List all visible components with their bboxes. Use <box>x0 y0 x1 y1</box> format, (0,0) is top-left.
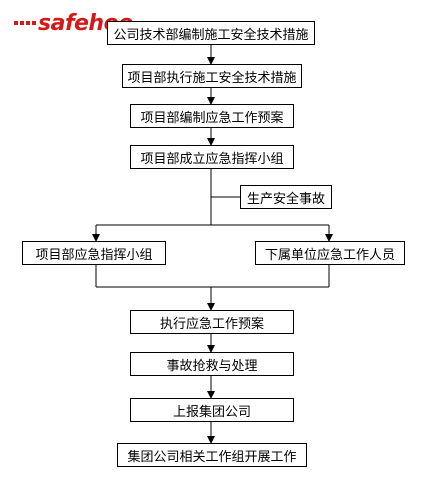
node-group-workgroup: 集团公司相关工作组开展工作 <box>117 443 307 467</box>
node-execute-emergency-plan: 执行应急工作预案 <box>130 310 294 334</box>
node-project-execute-measures: 项目部执行施工安全技术措施 <box>122 64 302 88</box>
node-company-tech-dept-plan: 公司技术部编制施工安全技术措施 <box>107 21 315 45</box>
node-project-emergency-plan: 项目部编制应急工作预案 <box>130 104 294 128</box>
node-left-command-group: 项目部应急指挥小组 <box>22 241 166 265</box>
node-accident-rescue: 事故抢救与处理 <box>130 352 294 376</box>
node-project-command-group: 项目部成立应急指挥小组 <box>130 145 294 169</box>
node-safety-accident: 生产安全事故 <box>240 185 332 209</box>
node-report-group-company: 上报集团公司 <box>130 398 294 422</box>
node-right-sub-unit-staff: 下属单位应急工作人员 <box>255 241 405 265</box>
watermark-dots-left <box>14 21 36 25</box>
